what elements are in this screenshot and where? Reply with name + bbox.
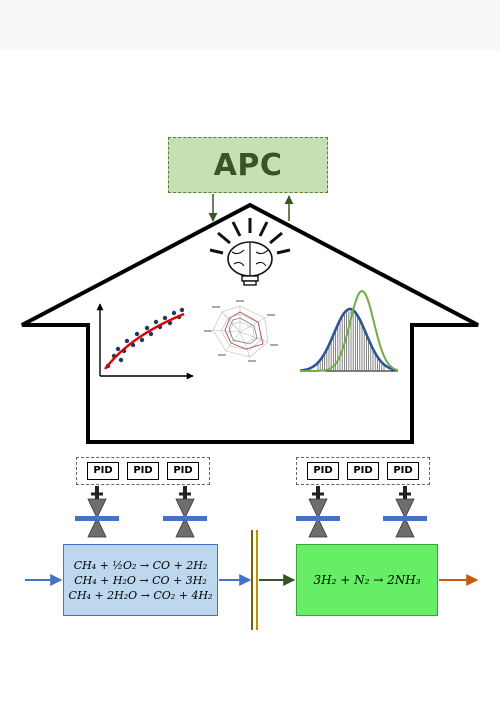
reaction-equation: CH₄ + ½O₂ → CO + 2H₂: [73, 558, 208, 572]
pid-controller[interactable]: PID: [347, 462, 379, 480]
separator: [251, 530, 258, 630]
reaction-equation: CH₄ + H₂O → CO + 3H₂: [74, 573, 207, 587]
control-valve-icon[interactable]: [163, 486, 207, 538]
pid-controller[interactable]: PID: [87, 462, 119, 480]
pid-controller[interactable]: PID: [307, 462, 339, 480]
pid-group-left: PID PID PID: [76, 457, 210, 485]
pid-controller[interactable]: PID: [387, 462, 419, 480]
control-valve-icon[interactable]: [75, 486, 119, 538]
top-band: [0, 0, 500, 50]
brain-lightbulb-icon: [209, 218, 291, 286]
pid-controller[interactable]: PID: [127, 462, 159, 480]
control-valve-icon[interactable]: [296, 486, 340, 538]
radar-chart-icon: [204, 300, 278, 362]
reaction-equation: 3H₂ + N₂ → 2NH₃: [313, 572, 421, 587]
control-valve-icon[interactable]: [383, 486, 427, 538]
apc-box[interactable]: APC: [168, 137, 328, 193]
ammonia-synthesis-reactor[interactable]: 3H₂ + N₂ → 2NH₃: [296, 544, 438, 616]
histogram-distribution-icon: [299, 290, 398, 372]
pid-controller[interactable]: PID: [167, 462, 199, 480]
pid-group-right: PID PID PID: [296, 457, 430, 485]
reaction-equation: CH₄ + 2H₂O → CO₂ + 4H₂: [68, 588, 213, 602]
apc-label: APC: [213, 147, 283, 183]
scatter-regression-icon: [96, 303, 194, 380]
valves: [75, 486, 427, 538]
reforming-reactor[interactable]: CH₄ + ½O₂ → CO + 2H₂ CH₄ + H₂O → CO + 3H…: [63, 544, 218, 616]
